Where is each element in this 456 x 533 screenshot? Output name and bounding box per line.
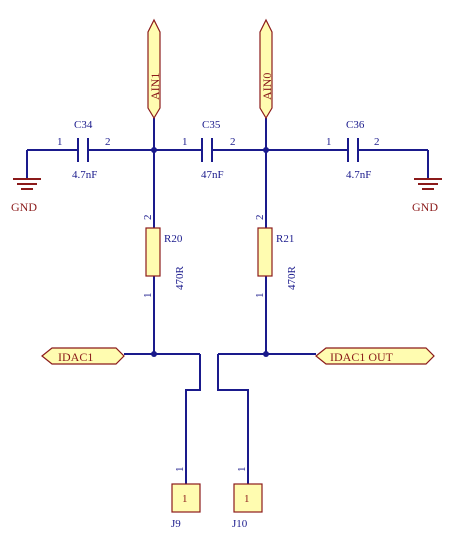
wire-idac1-out-to-j10 bbox=[217, 354, 249, 484]
j10-body bbox=[233, 483, 263, 513]
c35-value: 47nF bbox=[201, 169, 224, 181]
c35-ref: C35 bbox=[202, 119, 221, 131]
c35-pin1: 1 bbox=[182, 136, 188, 148]
c34-pin1: 1 bbox=[57, 136, 63, 148]
c34-pin2: 2 bbox=[105, 136, 111, 148]
r21-value: 470R bbox=[286, 266, 298, 291]
j9-body bbox=[171, 483, 201, 513]
connector-j10: 1 1 J10 bbox=[232, 467, 263, 530]
capacitor-c36: C36 1 2 4.7nF bbox=[326, 119, 380, 181]
port-idac1-out: IDAC1 OUT bbox=[315, 347, 435, 365]
r21-pin2: 2 bbox=[254, 215, 266, 221]
ground-right: GND bbox=[412, 178, 442, 214]
j9-pin-label: 1 bbox=[182, 493, 188, 505]
ain1-label: AIN1 bbox=[148, 73, 162, 100]
j9-pin-number: 1 bbox=[174, 467, 186, 473]
idac1-port-shape bbox=[41, 347, 125, 365]
r21-ref: R21 bbox=[276, 233, 294, 245]
c36-ref: C36 bbox=[346, 119, 365, 131]
resistor-r20: R20 2 1 470R bbox=[142, 215, 186, 299]
ain0-label: AIN0 bbox=[260, 73, 274, 100]
c35-pin2: 2 bbox=[230, 136, 236, 148]
r20-pin1: 1 bbox=[142, 293, 154, 299]
r21-body bbox=[257, 227, 273, 277]
c34-ref: C34 bbox=[74, 119, 93, 131]
r20-body bbox=[145, 227, 161, 277]
ain0-port-shape bbox=[259, 18, 273, 120]
connector-j9: 1 1 J9 bbox=[171, 467, 201, 530]
ain1-port-shape bbox=[147, 18, 161, 120]
c34-value: 4.7nF bbox=[72, 169, 97, 181]
junction-ain0-bus bbox=[263, 147, 269, 153]
idac1-out-label: IDAC1 OUT bbox=[330, 350, 394, 364]
port-idac1: IDAC1 bbox=[41, 347, 125, 365]
r20-value: 470R bbox=[174, 266, 186, 291]
r20-ref: R20 bbox=[164, 233, 183, 245]
resistor-r21: R21 2 1 470R bbox=[254, 215, 298, 299]
r21-pin1: 1 bbox=[254, 293, 266, 299]
c36-pin1: 1 bbox=[326, 136, 332, 148]
c36-value: 4.7nF bbox=[346, 169, 371, 181]
ground-left: GND bbox=[11, 178, 41, 214]
wire-idac1-to-j9 bbox=[185, 354, 201, 484]
port-ain0: AIN0 bbox=[259, 18, 274, 120]
capacitor-c34: C34 1 2 4.7nF bbox=[57, 119, 111, 181]
j10-pin-number: 1 bbox=[236, 467, 248, 473]
idac1-out-port-shape bbox=[315, 347, 435, 365]
junction-idac1 bbox=[151, 351, 157, 357]
r20-pin2: 2 bbox=[142, 215, 154, 221]
j10-ref: J10 bbox=[232, 518, 248, 530]
gnd-left-label: GND bbox=[11, 200, 37, 214]
gnd-right-label: GND bbox=[412, 200, 438, 214]
idac1-label: IDAC1 bbox=[58, 350, 93, 364]
junction-ain1-bus bbox=[151, 147, 157, 153]
j10-pin-label: 1 bbox=[244, 493, 250, 505]
j9-ref: J9 bbox=[171, 518, 181, 530]
junction-idac1-out bbox=[263, 351, 269, 357]
c36-pin2: 2 bbox=[374, 136, 380, 148]
capacitor-c35: C35 1 2 47nF bbox=[182, 119, 236, 181]
port-ain1: AIN1 bbox=[147, 18, 162, 120]
